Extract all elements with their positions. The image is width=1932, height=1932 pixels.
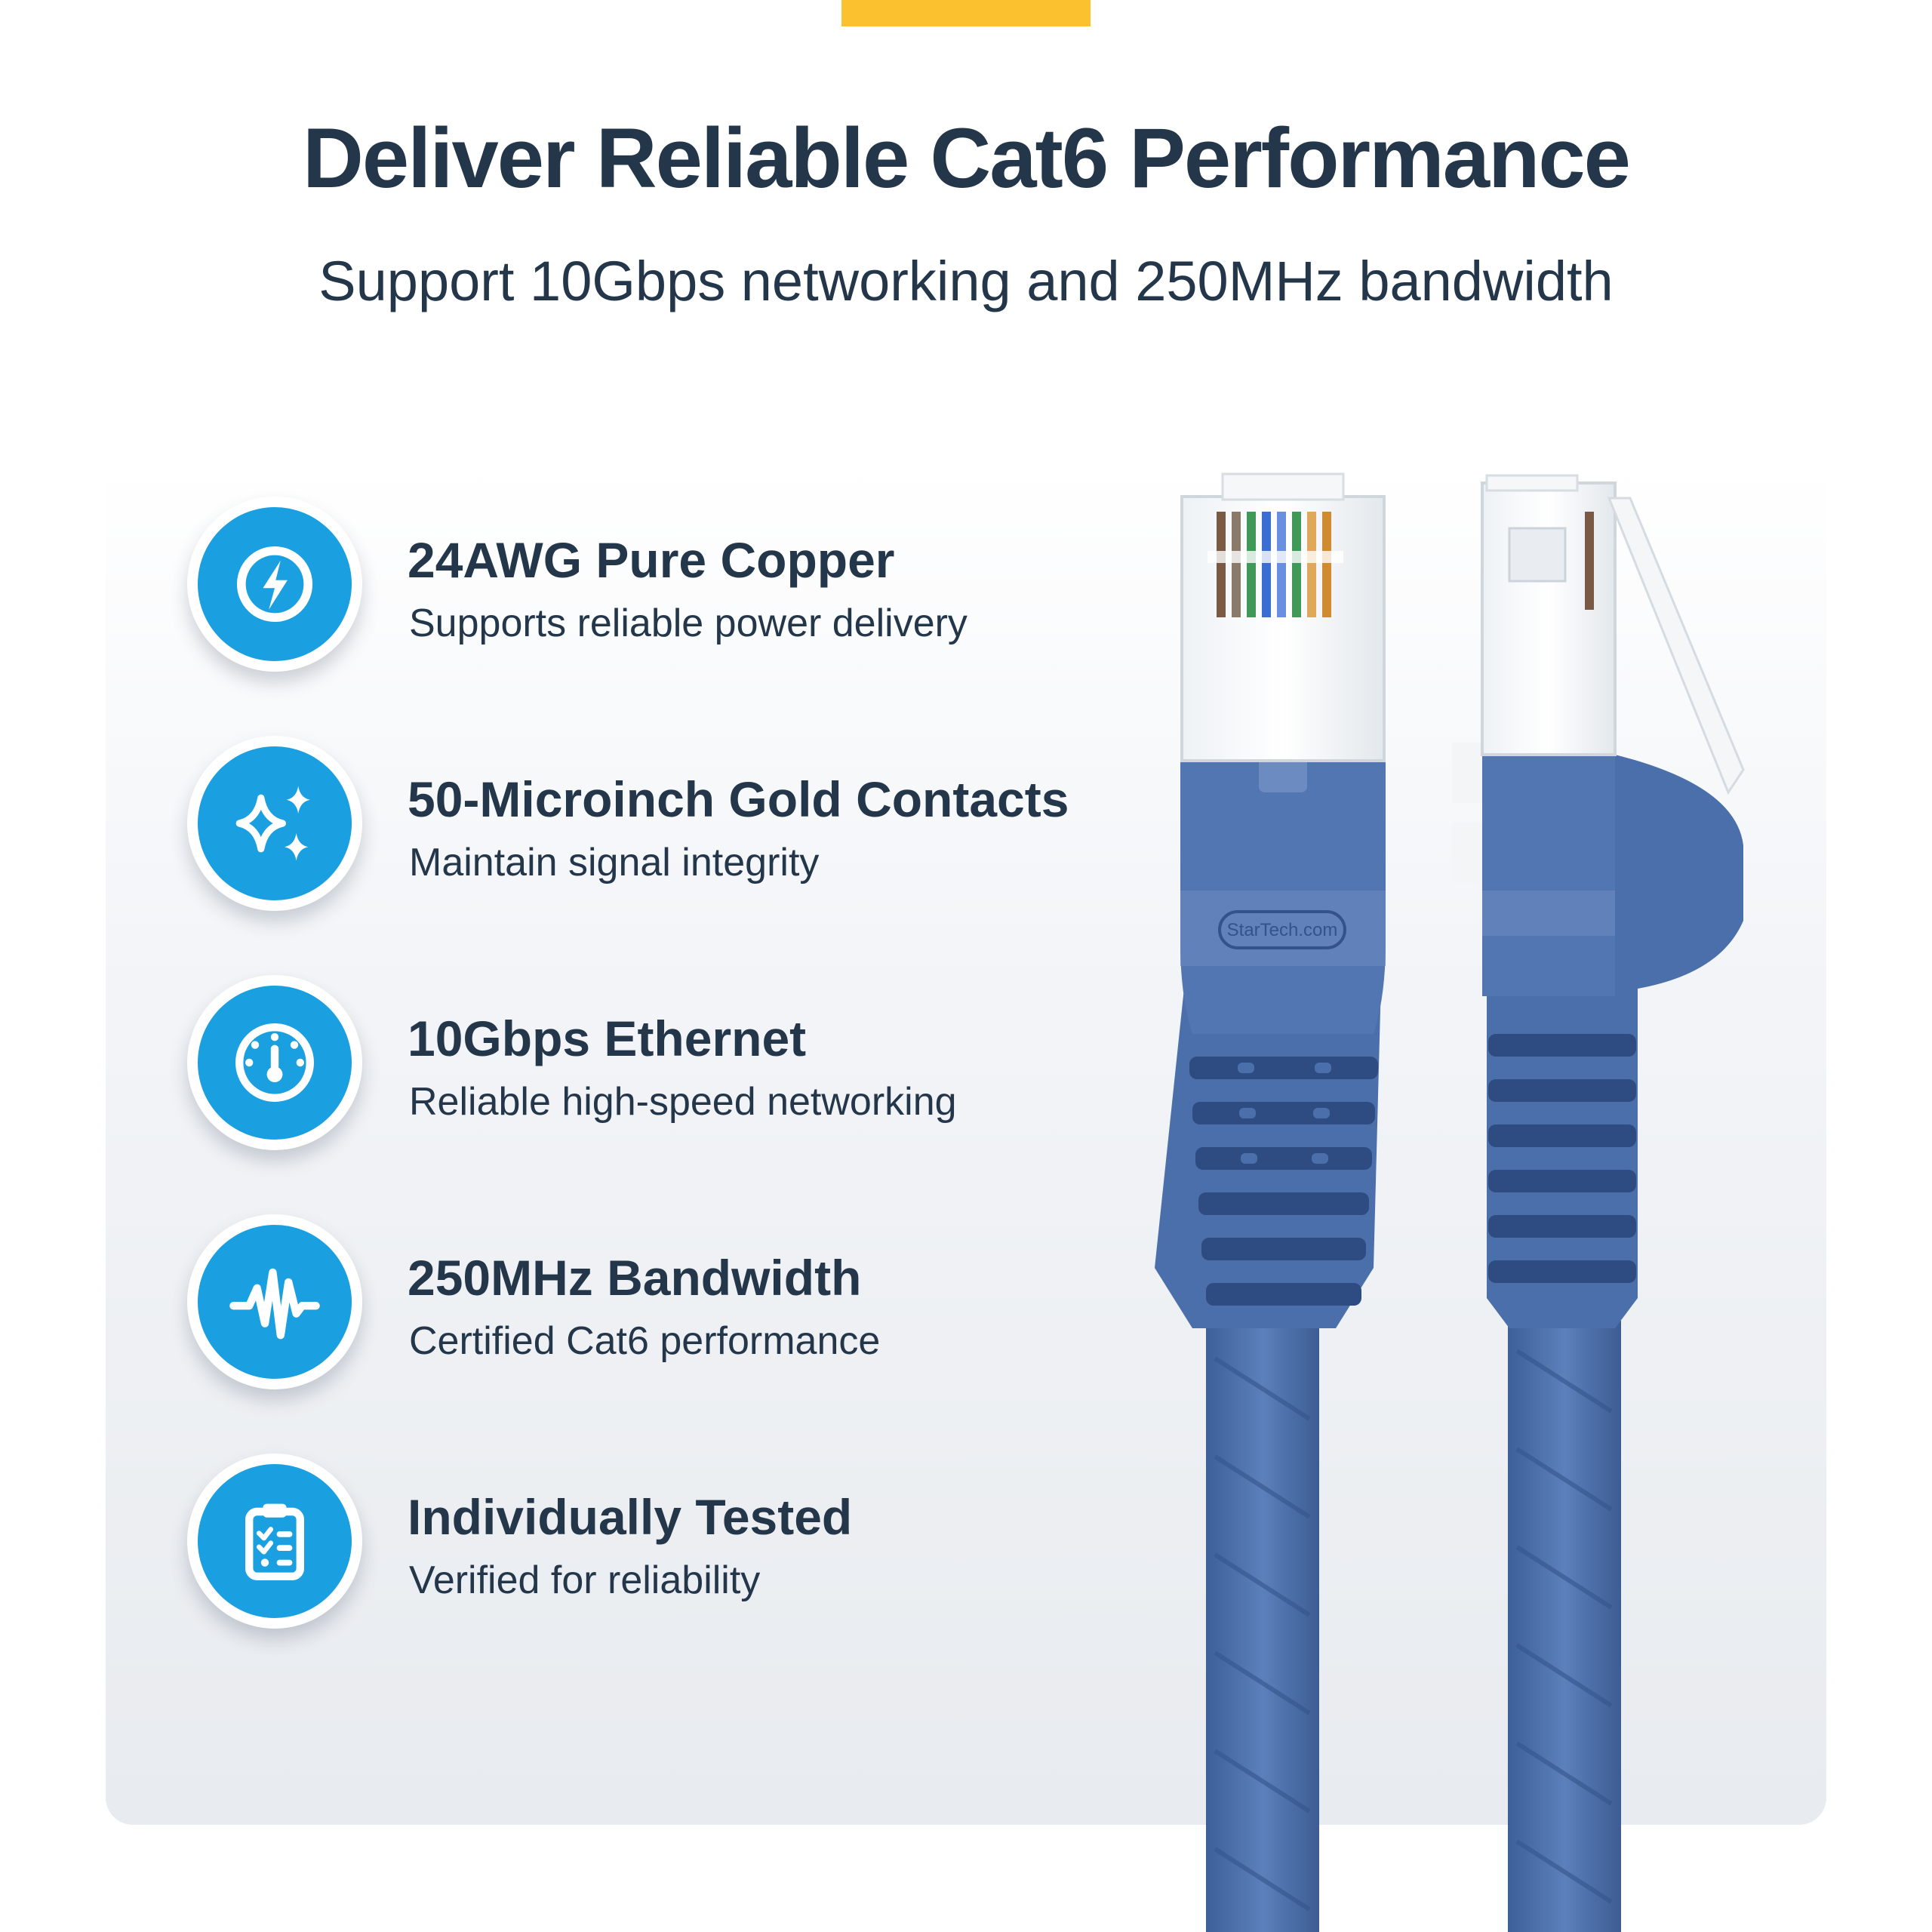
- feature-item-tested: Individually Tested Verified for reliabi…: [187, 1454, 1168, 1629]
- feature-badge: [187, 736, 362, 911]
- waveform-icon: [198, 1225, 352, 1379]
- clipboard-checklist-icon: [198, 1464, 352, 1618]
- feature-item-ethernet: 10Gbps Ethernet Reliable high-speed netw…: [187, 975, 1168, 1150]
- feature-badge: [187, 975, 362, 1150]
- feature-title: 10Gbps Ethernet: [408, 1011, 807, 1066]
- lightning-icon: [198, 507, 352, 661]
- feature-title: 24AWG Pure Copper: [408, 532, 895, 588]
- speedometer-icon: [198, 986, 352, 1140]
- accent-bar: [841, 0, 1091, 26]
- feature-description: Certified Cat6 performance: [409, 1319, 881, 1363]
- page-title: Deliver Reliable Cat6 Performance: [303, 111, 1631, 205]
- feature-description: Maintain signal integrity: [409, 841, 820, 884]
- feature-title: 50-Microinch Gold Contacts: [408, 771, 1069, 827]
- connector-logo: StarTech.com: [1227, 920, 1338, 940]
- feature-title: Individually Tested: [408, 1489, 853, 1545]
- feature-item-gold-contacts: 50-Microinch Gold Contacts Maintain sign…: [187, 736, 1168, 911]
- page-subtitle: Support 10Gbps networking and 250MHz ban…: [318, 250, 1614, 312]
- feature-badge: [187, 1454, 362, 1629]
- left-connector: StarTech.com: [1155, 472, 1386, 1932]
- feature-item-copper: 24AWG Pure Copper Supports reliable powe…: [187, 497, 1168, 672]
- ethernet-cable-connectors-image: StarTech.com: [1155, 472, 1745, 1932]
- feature-item-bandwidth: 250MHz Bandwidth Certified Cat6 performa…: [187, 1214, 1168, 1389]
- sparkle-icon: [198, 746, 352, 900]
- feature-title: 250MHz Bandwidth: [408, 1250, 862, 1306]
- feature-badge: [187, 497, 362, 672]
- right-connector: [1452, 474, 1745, 1932]
- feature-description: Verified for reliability: [409, 1558, 761, 1602]
- feature-badge: [187, 1214, 362, 1389]
- feature-description: Reliable high-speed networking: [409, 1080, 957, 1124]
- feature-description: Supports reliable power delivery: [409, 601, 968, 645]
